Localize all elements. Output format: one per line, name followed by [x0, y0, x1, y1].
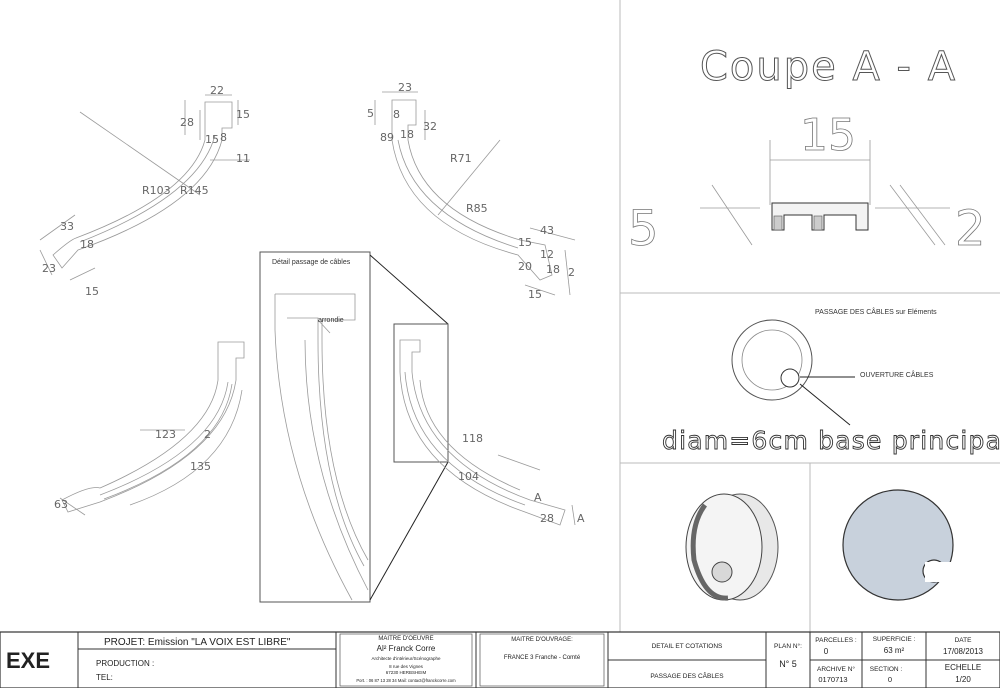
detail-rounded-label: arrondie	[318, 317, 344, 324]
archive-label: ARCHIVE N°	[817, 665, 855, 673]
dim-label: 28	[180, 116, 194, 129]
dim-label: 15	[528, 288, 542, 301]
dim-label: 135	[190, 460, 211, 473]
dim-label: R103	[142, 184, 171, 197]
exe-logo: EXE	[6, 648, 50, 673]
section-dim-right: 2	[955, 201, 986, 257]
maitre-oeuvre-name: Al² Franck Corre	[377, 644, 436, 653]
dim-label: 23	[42, 262, 56, 275]
dim-label: A	[534, 491, 542, 504]
dim-label: 15	[518, 236, 532, 249]
maitre-oeuvre-addr2: 67230 HERBSHEIM	[386, 670, 427, 675]
dim-label: 18	[546, 263, 560, 276]
dim-label: 33	[60, 220, 74, 233]
lower-left-arc-element: 123 2 135 63	[54, 341, 245, 516]
section-title: Coupe A - A	[700, 44, 957, 90]
section-dim-top: 15	[800, 110, 856, 161]
dim-label: 28	[540, 512, 554, 525]
dim-label: 18	[400, 128, 414, 141]
echelle-label: ECHELLE	[945, 663, 981, 672]
cable-opening-label: OUVERTURE CÂBLES	[860, 370, 934, 379]
dim-label: 89	[380, 131, 394, 144]
dim-label: 2	[568, 266, 575, 279]
maitre-oeuvre-addr1: 8 rue des Vignes	[389, 664, 423, 669]
dim-label: 32	[423, 120, 437, 133]
title-block: EXE PROJET: Emission "LA VOIX EST LIBRE"…	[0, 631, 1000, 688]
sheet-title-1: DETAIL ET COTATIONS	[652, 643, 723, 650]
panel-frames	[619, 0, 1000, 632]
upper-right-arc-element: 23 5 8 32 89 18 R71 R85 43 15 12 20 18 2…	[367, 81, 576, 301]
diameter-note: diam=6cm base principale	[662, 426, 1000, 455]
dim-label: 15	[205, 133, 219, 146]
dim-label: 5	[367, 107, 374, 120]
dim-label: 18	[80, 238, 94, 251]
dim-label: 118	[462, 432, 483, 445]
dim-label: 15	[85, 285, 99, 298]
archive-value: 0170713	[818, 675, 847, 684]
detail-title: Détail passage de câbles	[272, 259, 351, 266]
maitre-oeuvre-contact: Port. : 06 87 13 28 34 Mail: contact@fra…	[356, 678, 456, 683]
dim-label: 15	[236, 108, 250, 121]
cable-passage-title: PASSAGE DES CÂBLES sur Eléments	[815, 307, 937, 316]
maitre-ouvrage-label: MAITRE D'OUVRAGE:	[511, 637, 573, 643]
maitre-ouvrage-value: FRANCE 3 Franche - Comté	[504, 655, 581, 661]
production-label: PRODUCTION :	[96, 659, 154, 668]
dim-label: 63	[54, 498, 68, 511]
dim-label: R71	[450, 152, 472, 165]
dim-label: 8	[393, 108, 400, 121]
dim-label: 43	[540, 224, 554, 237]
parcelles-label: PARCELLES :	[815, 637, 857, 644]
date-label: DATE	[955, 637, 973, 644]
superficie-value: 63 m²	[884, 646, 905, 655]
projet-label: PROJET: Emission "LA VOIX EST LIBRE"	[104, 637, 291, 648]
detail-box: Détail passage de câbles arrondie	[259, 251, 449, 603]
dim-label: R85	[466, 202, 488, 215]
dim-label: A	[577, 512, 585, 525]
superficie-label: SUPERFICIE :	[873, 636, 916, 643]
dim-label: 123	[155, 428, 176, 441]
dim-label: 2	[204, 428, 211, 441]
dim-label: 20	[518, 260, 532, 273]
dim-label: 23	[398, 81, 412, 94]
render-3d-right	[842, 489, 955, 601]
upper-left-arc-element: 22 28 15 15 8 11 R103 R145 33 18 23 15	[39, 84, 250, 298]
dim-label: 104	[458, 470, 479, 483]
dim-label: R145	[180, 184, 209, 197]
lower-right-arc-element: 118 104 A 28 A	[393, 323, 585, 526]
cable-passage-view: PASSAGE DES CÂBLES sur Eléments OUVERTUR…	[662, 307, 1000, 455]
dim-label: 22	[210, 84, 224, 97]
maitre-oeuvre-role: Architecte d'intérieur/Scénographe	[372, 656, 441, 661]
maitre-oeuvre-label: MAITRE D'OEUVRE	[378, 636, 433, 642]
echelle-value: 1/20	[955, 675, 971, 684]
section-dim-left: 5	[628, 201, 659, 257]
section-view: Coupe A - A 15 5 2	[628, 44, 986, 258]
plan-value: N° 5	[779, 659, 797, 669]
dim-label: 11	[236, 152, 250, 165]
parcelles-value: 0	[824, 647, 829, 656]
dim-label: 12	[540, 248, 554, 261]
tel-label: TEL:	[96, 673, 113, 682]
sheet-title-2: PASSAGE DES CÂBLES	[650, 671, 724, 680]
render-3d-left	[685, 493, 779, 601]
date-value: 17/08/2013	[943, 647, 984, 656]
section-value: 0	[888, 675, 892, 684]
section-label: SECTION :	[870, 666, 903, 673]
dim-label: 8	[220, 131, 227, 144]
plan-label: PLAN N°:	[774, 642, 802, 650]
